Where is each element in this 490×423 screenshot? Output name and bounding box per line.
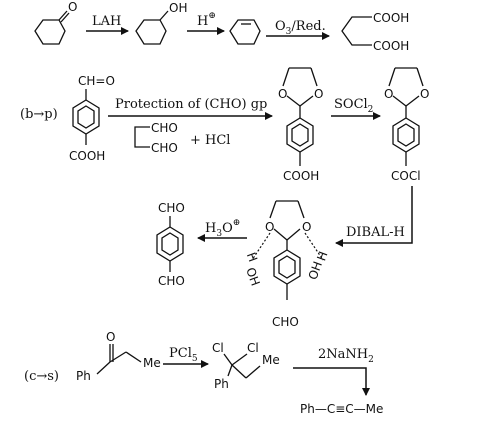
svg-text:Cl: Cl: [247, 341, 259, 355]
terephthalaldehyde: CHO CHO: [156, 201, 185, 288]
svg-text:H: H: [244, 250, 260, 263]
svg-text:O: O: [278, 87, 287, 101]
svg-text:Ph: Ph: [214, 377, 229, 391]
tag-b: (b→p): [20, 107, 58, 122]
arrow-dibal: [335, 186, 413, 247]
glyoxal-reagent: CHO CHO + HCl: [134, 121, 230, 155]
svg-text:Me: Me: [262, 353, 280, 367]
svg-text:O: O: [265, 220, 274, 234]
reagent-hydrolysis: H3O⊕: [205, 218, 240, 239]
svg-text:COOH: COOH: [283, 169, 319, 183]
tag-c: (c→s): [24, 369, 59, 384]
reagent-pcl5: PCl5: [169, 346, 198, 364]
reagent-protection: Protection of (CHO) gp: [115, 97, 267, 112]
cyclohexanone: O: [34, 0, 77, 45]
svg-text:Ph: Ph: [76, 369, 91, 383]
svg-text:CH=O: CH=O: [78, 74, 115, 88]
reagent-lah: LAH: [92, 14, 121, 29]
svg-text:O: O: [106, 330, 115, 344]
svg-text:CHO: CHO: [158, 274, 185, 288]
svg-text:CHO: CHO: [158, 201, 185, 215]
svg-text:O: O: [384, 87, 393, 101]
svg-text:CHO: CHO: [151, 121, 178, 135]
cyclohexanol: OH: [135, 1, 187, 45]
propiophenone: Ph O Me: [76, 330, 161, 383]
svg-text:O: O: [68, 0, 77, 14]
svg-text:CHO: CHO: [151, 141, 178, 155]
svg-text:O: O: [314, 87, 323, 101]
svg-text:O: O: [420, 87, 429, 101]
acetal-acyl-chloride: O O COCl: [384, 67, 429, 183]
reagent-acid: H⊕: [197, 11, 216, 29]
gem-dichloride: Cl Cl Ph Me: [212, 341, 280, 391]
svg-text:COOH: COOH: [69, 149, 105, 163]
svg-text:OH: OH: [306, 260, 325, 282]
adipic-acid: COOH COOH: [341, 11, 409, 53]
svg-text:+ HCl: + HCl: [190, 133, 230, 148]
svg-text:O: O: [302, 220, 311, 234]
svg-text:Me: Me: [143, 356, 161, 370]
hemiacetal-intermediate: O O H OH H OH CHO: [243, 200, 331, 329]
start-aldehyde-acid: CH=O COOH: [69, 74, 115, 163]
svg-text:COCl: COCl: [391, 169, 421, 183]
svg-text:Cl: Cl: [212, 341, 224, 355]
svg-text:OH: OH: [243, 266, 262, 288]
acetal-acid: O O COOH: [278, 67, 323, 183]
svg-text:OH: OH: [169, 1, 187, 15]
svg-text:H: H: [314, 250, 330, 263]
reagent-dibal: DIBAL-H: [346, 225, 405, 240]
reagent-ozonolysis: O3/Red.: [275, 19, 326, 37]
reagent-nanh2: 2NaNH2: [318, 347, 374, 365]
svg-text:COOH: COOH: [373, 11, 409, 25]
product-alkyne: Ph—C≡C—Me: [300, 402, 383, 416]
cyclohexene: [229, 19, 261, 45]
reagent-socl2: SOCl2: [334, 97, 373, 115]
svg-text:COOH: COOH: [373, 39, 409, 53]
arrow-nanh2: [293, 367, 370, 396]
svg-text:CHO: CHO: [272, 315, 299, 329]
